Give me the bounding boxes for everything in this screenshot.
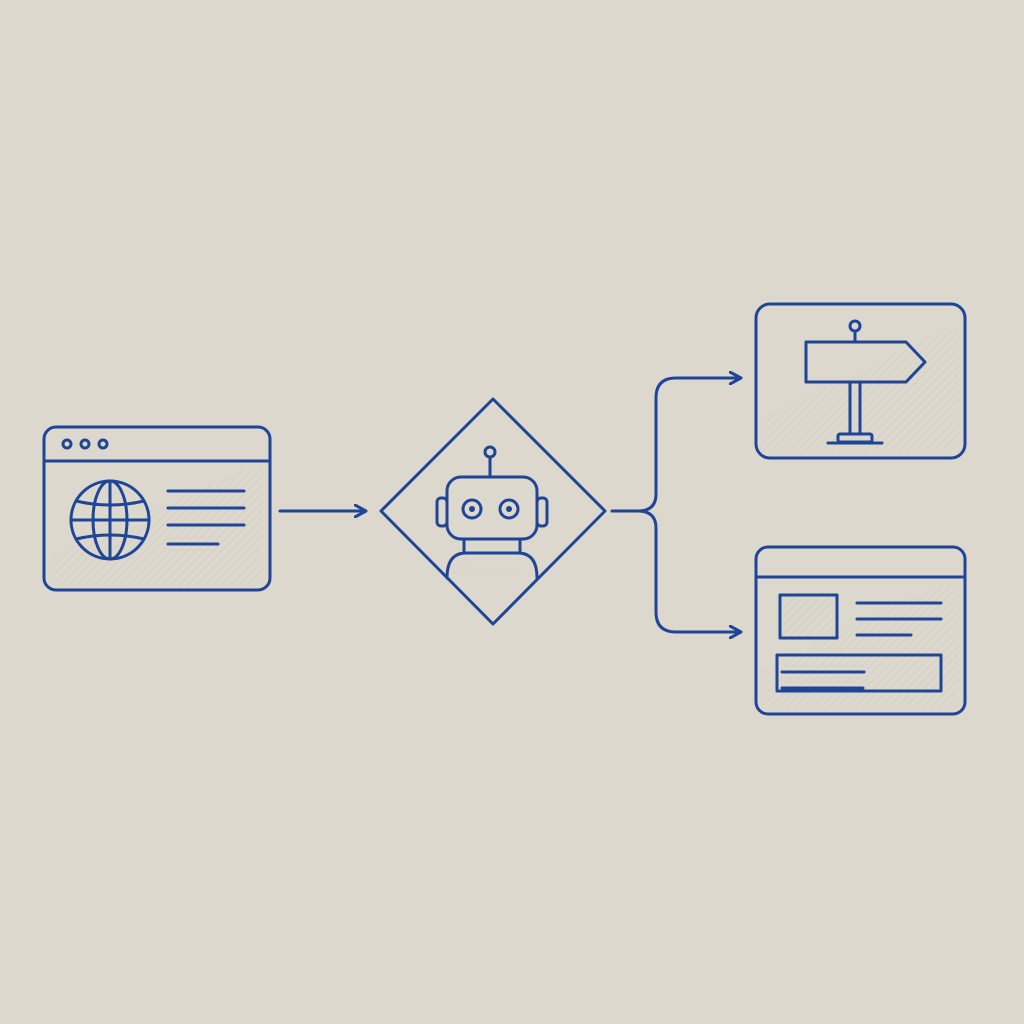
browser-dot-icon xyxy=(97,438,109,450)
arrow-agent-to-content-page xyxy=(636,509,740,632)
signpost-icon xyxy=(804,319,927,445)
route-node xyxy=(754,302,967,460)
content-page-node xyxy=(754,545,967,716)
robot-icon xyxy=(435,445,549,580)
website-node xyxy=(42,425,272,592)
signpost-card-frame xyxy=(754,302,967,460)
browser-dot-icon xyxy=(61,438,73,450)
browser-dot-icon xyxy=(79,438,91,450)
decision-diamond xyxy=(379,397,607,626)
web-page-window-frame xyxy=(754,545,967,716)
text-block-box xyxy=(775,653,943,693)
branch-connector xyxy=(610,378,740,632)
text-lines-icon xyxy=(166,489,246,546)
web-page-layout-icon xyxy=(775,593,943,693)
browser-window-frame xyxy=(42,425,272,592)
image-placeholder-icon xyxy=(778,593,839,640)
ai-agent-node xyxy=(379,397,607,626)
arrow-agent-to-route xyxy=(610,378,740,513)
globe-icon xyxy=(69,479,151,561)
